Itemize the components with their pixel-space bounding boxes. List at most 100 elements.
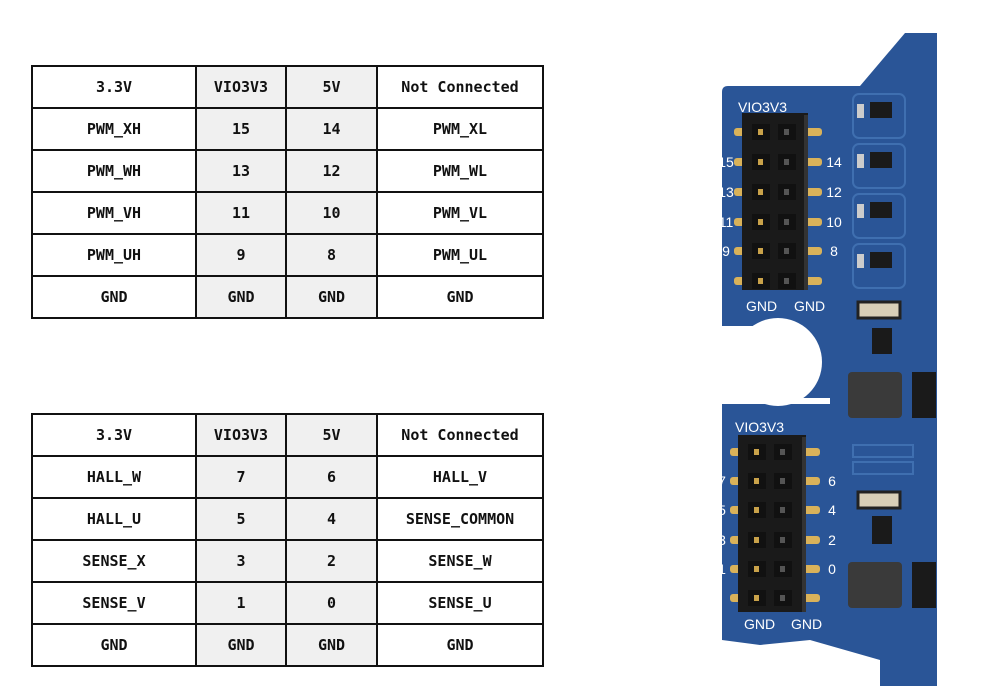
table-cell: Not Connected	[376, 65, 544, 109]
pin-label-right: 8	[830, 243, 838, 259]
pin-contact	[754, 566, 759, 572]
pin-contact	[754, 507, 759, 513]
pin-pad	[804, 188, 822, 196]
pin-contact	[780, 566, 785, 572]
table-cell: PWM_UL	[376, 233, 544, 277]
pin-contact	[758, 189, 763, 195]
pin-contact	[754, 478, 759, 484]
pin-contact	[758, 219, 763, 225]
table-cell: SENSE_V	[31, 581, 197, 625]
pin-label-left: 15	[718, 154, 734, 170]
pin-contact	[754, 537, 759, 543]
pin-contact	[758, 129, 763, 135]
table-cell: PWM_VH	[31, 191, 197, 235]
table-cell: 2	[285, 539, 378, 583]
table-cell: GND	[195, 623, 287, 667]
table-cell: GND	[285, 275, 378, 319]
transistor	[872, 516, 892, 544]
capacitor	[856, 300, 902, 320]
pin-contact	[754, 449, 759, 455]
pin-label-right: 12	[826, 184, 842, 200]
pin-contact	[780, 449, 785, 455]
upper-header-title: VIO3V3	[738, 99, 787, 115]
pin-label-right: 6	[828, 473, 836, 489]
table-cell: 1	[195, 581, 287, 625]
table-cell: 6	[285, 455, 378, 499]
pin-contact	[780, 537, 785, 543]
table-cell: 10	[285, 191, 378, 235]
pin-pad	[802, 594, 820, 602]
table-cell: HALL_W	[31, 455, 197, 499]
pin-pad	[802, 565, 820, 573]
pin-label-left: 5	[718, 502, 726, 518]
ic-chip	[870, 102, 892, 118]
pin-contact	[758, 159, 763, 165]
pin-pad	[802, 448, 820, 456]
table-cell: 4	[285, 497, 378, 541]
pin-label-left: 3	[718, 532, 726, 548]
table-cell: PWM_WL	[376, 149, 544, 193]
table-cell: HALL_V	[376, 455, 544, 499]
pin-label-right: 0	[828, 561, 836, 577]
table-cell: SENSE_COMMON	[376, 497, 544, 541]
pin-label-left: 1	[718, 561, 726, 577]
ic-chip	[870, 252, 892, 268]
table-cell: GND	[31, 623, 197, 667]
table-cell: 13	[195, 149, 287, 193]
table-cell: GND	[376, 623, 544, 667]
pcb-components	[848, 93, 936, 608]
pin-pad	[802, 506, 820, 514]
pin-contact	[754, 595, 759, 601]
pin-label-right: 14	[826, 154, 842, 170]
pin-pad	[804, 277, 822, 285]
pin-label-left: 7	[718, 473, 726, 489]
table-cell: HALL_U	[31, 497, 197, 541]
lower-gnd-right: GND	[791, 616, 822, 632]
pin-pad	[804, 158, 822, 166]
pin-contact	[758, 278, 763, 284]
table-cell: 3.3V	[31, 65, 197, 109]
table-cell: GND	[285, 623, 378, 667]
table-cell: PWM_UH	[31, 233, 197, 277]
pin-label-left: 11	[719, 214, 734, 230]
pin-label-left: 13	[718, 184, 734, 200]
inductor	[848, 562, 902, 608]
pin-header-body	[738, 435, 806, 612]
pin-pad	[802, 536, 820, 544]
table-cell: 3.3V	[31, 413, 197, 457]
table-cell: SENSE_X	[31, 539, 197, 583]
table-cell: 11	[195, 191, 287, 235]
table-cell: 9	[195, 233, 287, 277]
pin-contact	[780, 595, 785, 601]
lower-header-title: VIO3V3	[735, 419, 784, 435]
capacitor	[856, 490, 902, 510]
pin-pad	[802, 477, 820, 485]
table-cell: 0	[285, 581, 378, 625]
table-cell: VIO3V3	[195, 65, 287, 109]
table-cell: PWM_XH	[31, 107, 197, 151]
table-cell: 5V	[285, 65, 378, 109]
table-cell: 7	[195, 455, 287, 499]
table-cell: 5V	[285, 413, 378, 457]
table-cell: 5	[195, 497, 287, 541]
table-cell: GND	[195, 275, 287, 319]
upper-gnd-right: GND	[794, 298, 825, 314]
pin-contact	[784, 248, 789, 254]
table-cell: PWM_XL	[376, 107, 544, 151]
transistor	[872, 328, 892, 354]
pin-contact	[784, 189, 789, 195]
table-cell: PWM_VL	[376, 191, 544, 235]
table-cell: 12	[285, 149, 378, 193]
